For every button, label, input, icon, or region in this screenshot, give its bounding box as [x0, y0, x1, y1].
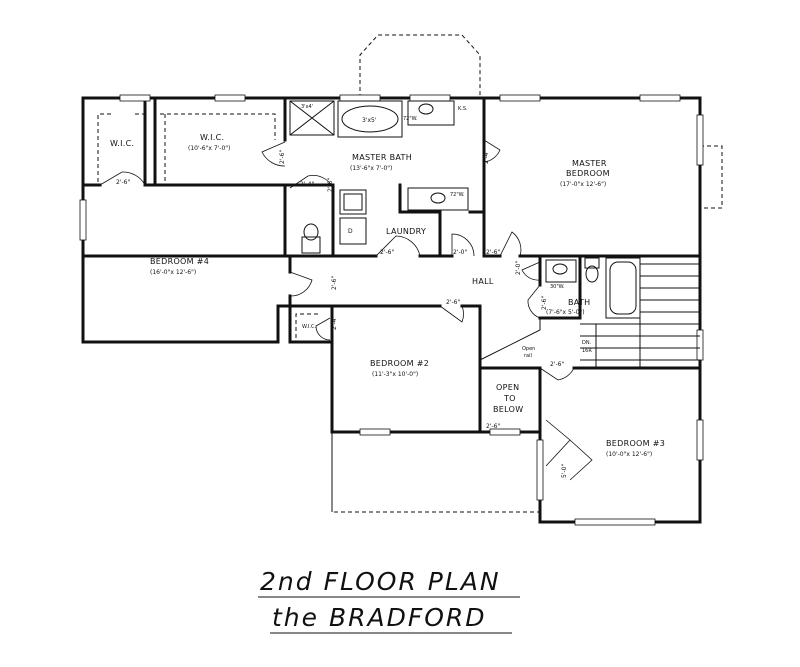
bay-window-outline	[359, 34, 481, 98]
bath-dims: (7'-6"x 5'-0")	[546, 309, 585, 316]
master-bath-dims: (13'-6"x 7'-0")	[350, 165, 392, 172]
bedroom3-label: BEDROOM #3	[606, 439, 665, 448]
open-to-below-3: BELOW	[493, 405, 523, 414]
open-rail-label-1: Open	[522, 346, 535, 352]
door-dim-8: 2'-6"	[331, 276, 338, 290]
windows	[79, 94, 704, 526]
plan-title-line1: 2nd FLOOR PLAN	[260, 567, 501, 596]
wic-left-label: W.I.C.	[110, 139, 134, 148]
master-bedroom-label-1: MASTER	[572, 159, 607, 168]
door-dim-14: 5'-0"	[561, 464, 568, 478]
open-to-below-1: OPEN	[496, 383, 519, 392]
wic-bed2-label: W.I.C.	[302, 324, 317, 330]
dryer-label: D	[348, 228, 353, 235]
door-dim-3: 2'-4"	[483, 150, 490, 164]
stairs	[580, 258, 700, 368]
stairs-label-2: 16R	[582, 348, 592, 354]
interior-walls	[81, 96, 702, 434]
bedroom2-label: BEDROOM #2	[370, 359, 429, 368]
master-bath-label: MASTER BATH	[352, 153, 412, 162]
door-dim-7: 2'-6"	[486, 249, 500, 256]
ks-label: K.S.	[458, 106, 468, 112]
door-dim-9: 2'-6"	[446, 299, 460, 306]
door-dim-12: 2'-0"	[515, 261, 522, 275]
door-dim-2: 2'-6"	[279, 150, 286, 164]
stairs-label-1: DN.	[582, 340, 592, 346]
wic-master-dims: (10'-6"x 7'-0")	[188, 145, 230, 152]
laundry-label: LAUNDRY	[386, 227, 426, 236]
shower-label: 3'x4'	[301, 104, 313, 110]
tub-label: 3'x5'	[362, 117, 377, 124]
door-dim-1: 2'-6"	[116, 179, 130, 186]
door-dim-5: 2'-6"	[380, 249, 394, 256]
door-dim-15: 2'-4"	[331, 316, 338, 330]
bedroom4-label: BEDROOM #4	[150, 257, 209, 266]
closet-shelves	[97, 113, 320, 338]
bedroom4-dims: (16'-0"x 12'-6")	[150, 269, 196, 276]
door-dim-13: 2'-6"	[486, 423, 500, 430]
open-rail	[479, 318, 541, 361]
bedroom3-dims: (10'-0"x 12'-6")	[606, 451, 652, 458]
master-bedroom-dims: (17'-0"x 12'-6")	[560, 181, 606, 188]
door-dim-10: 2'-6"	[541, 296, 548, 310]
master-bedroom-bump	[700, 145, 723, 209]
door-dim-4: 2'-4"	[300, 181, 314, 188]
vanity2-label: 72"W.	[450, 192, 465, 198]
vanity1-label: 72"W.	[403, 116, 418, 122]
door-dim-11: 2'-6"	[550, 361, 564, 368]
open-to-below-2: TO	[503, 394, 516, 403]
hall-label: HALL	[472, 277, 494, 286]
master-bedroom-label-2: BEDROOM	[566, 169, 610, 178]
wic-master-label: W.I.C.	[200, 133, 224, 142]
plan-title-line2: the BRADFORD	[272, 603, 487, 632]
porch-roof-outline	[331, 431, 541, 513]
door-dim-16: 2'-6"	[327, 178, 334, 192]
bath-fixtures	[289, 100, 641, 319]
door-swings	[99, 139, 593, 481]
bath-label: BATH	[568, 298, 590, 307]
open-rail-label-2: rail	[524, 353, 532, 359]
bedroom2-dims: (11'-3"x 10'-0")	[372, 371, 418, 378]
vanity3-label: 30"W.	[550, 284, 565, 290]
door-dim-6: 2'-0"	[453, 249, 467, 256]
